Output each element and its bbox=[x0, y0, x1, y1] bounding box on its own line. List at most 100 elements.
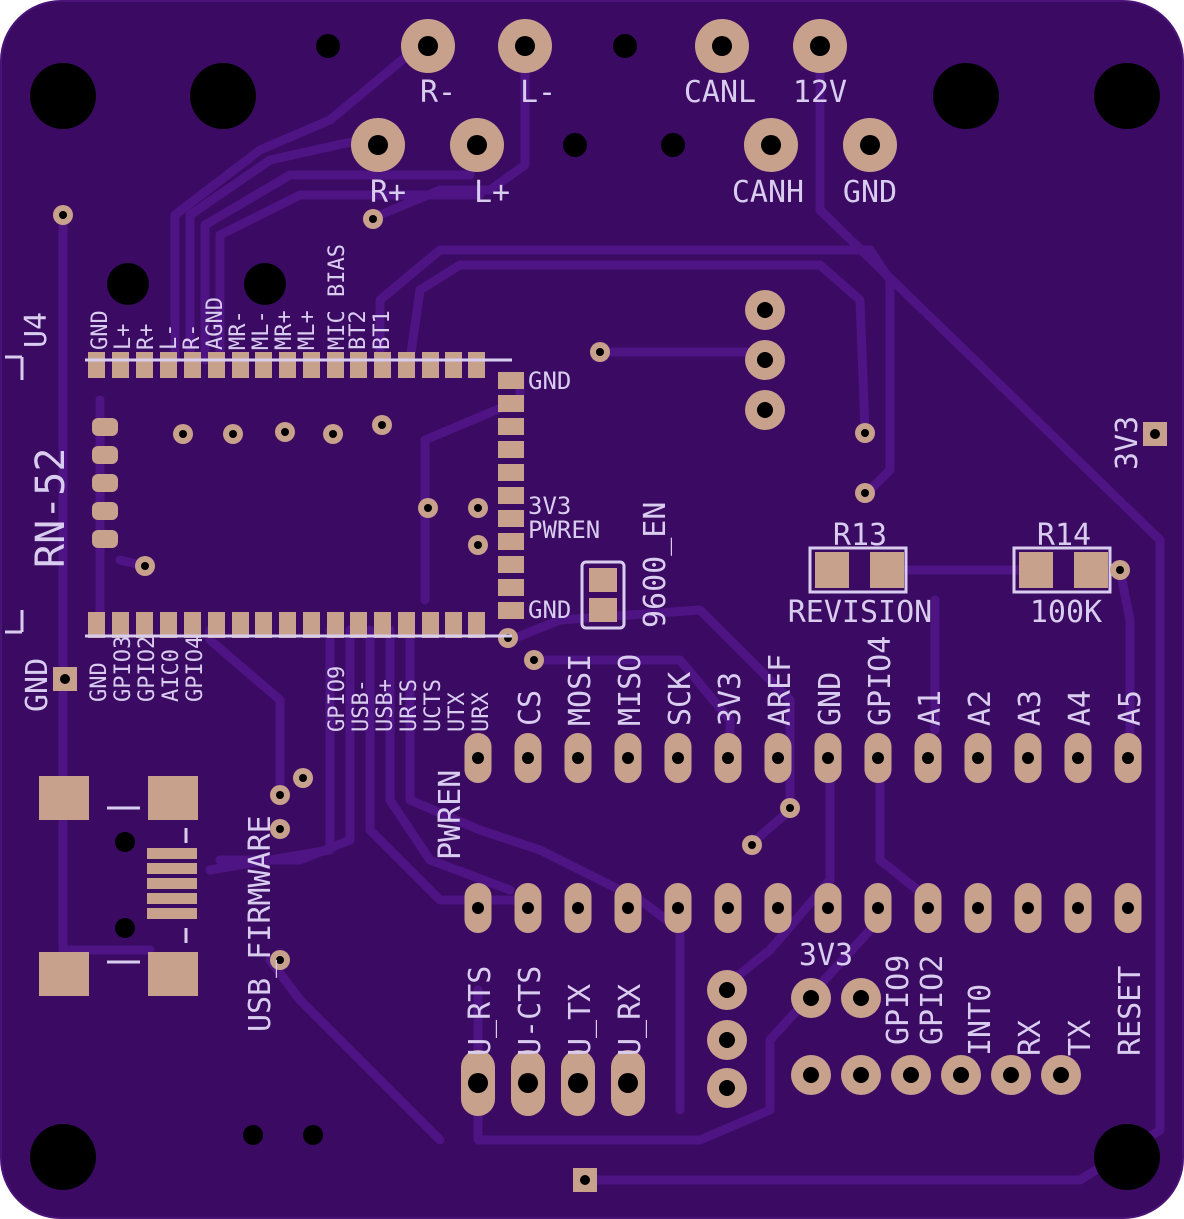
header-bottom-pin-drill bbox=[1122, 902, 1134, 914]
via-drill bbox=[276, 956, 284, 964]
silkscreen: R- L- CANL 12V R+ L+ CANH GND U4 RN-52 G… bbox=[19, 75, 1145, 1045]
rn52-pin bbox=[468, 352, 485, 378]
solder-jumper-pad bbox=[589, 568, 617, 592]
rn52-pin-label: L+ bbox=[111, 324, 136, 351]
rn52-pin bbox=[498, 372, 524, 389]
connector-pad-drill bbox=[368, 135, 388, 155]
mounting-hole bbox=[1094, 1124, 1160, 1190]
uart-pin-drill bbox=[568, 1073, 588, 1093]
via-drill bbox=[474, 541, 482, 549]
rn52-pin-label: R+ bbox=[134, 324, 159, 351]
rn52-pin-label: BT1 bbox=[370, 310, 395, 350]
rn52-pin bbox=[279, 612, 296, 638]
header-top-label: MISO bbox=[613, 654, 648, 726]
header-bottom-label: U_RX bbox=[613, 984, 648, 1056]
rn52-pin-label: MIC BIAS bbox=[325, 244, 350, 350]
label-3v3-right: 3V3 bbox=[1110, 416, 1145, 470]
mounting-hole bbox=[30, 63, 96, 129]
header-bottom-pin-drill bbox=[822, 902, 834, 914]
rn52-pin-label: USB- bbox=[349, 679, 374, 732]
header-bottom-label: TX bbox=[1063, 1020, 1098, 1056]
hole bbox=[115, 918, 135, 938]
header-bottom-pin-drill bbox=[872, 902, 884, 914]
mounting-holes bbox=[30, 34, 1160, 1190]
header-bottom-pin-drill bbox=[522, 902, 534, 914]
header-top-pin-drill bbox=[472, 752, 484, 764]
rn52-side-pad bbox=[92, 502, 118, 520]
rn52-pin-label: GPIO9 bbox=[325, 666, 350, 732]
label-12v: 12V bbox=[793, 75, 847, 110]
header-top-label: 3V3 bbox=[713, 672, 748, 726]
header-bottom-label: RX bbox=[1013, 1020, 1048, 1056]
rn52-pin bbox=[498, 533, 524, 550]
rn52-pin bbox=[498, 510, 524, 527]
label-gnd-left: GND bbox=[20, 658, 55, 712]
mounting-hole bbox=[190, 63, 256, 129]
rn52-pin bbox=[232, 352, 249, 378]
rn52-pin bbox=[498, 556, 524, 573]
jumper-pad-drill bbox=[853, 1067, 869, 1083]
rn52-pin-label: URTS bbox=[397, 679, 422, 732]
header-bottom-label: U_RTS bbox=[463, 966, 498, 1056]
label-jumper-3v3: 3V3 bbox=[799, 938, 853, 973]
hole bbox=[613, 34, 637, 58]
usb-shield-pad bbox=[148, 776, 198, 820]
rn52-pin bbox=[255, 612, 272, 638]
rn52-side-pad bbox=[92, 474, 118, 492]
usb-pin-pad bbox=[147, 863, 197, 874]
rn52-side-pad bbox=[92, 418, 118, 436]
header-top-pin-drill bbox=[1072, 752, 1084, 764]
rn52-pin-label: MR+ bbox=[272, 310, 297, 350]
usb-pin-pad bbox=[147, 848, 197, 859]
rn52-pin bbox=[374, 612, 391, 638]
test-pad-drill bbox=[1150, 429, 1160, 439]
rn52-pin bbox=[184, 612, 201, 638]
rn52-pin-label: L- bbox=[157, 324, 182, 351]
resistor-pad bbox=[1074, 552, 1108, 588]
header-bottom-pin-drill bbox=[772, 902, 784, 914]
rn52-pin bbox=[374, 352, 391, 378]
hole bbox=[316, 34, 340, 58]
rn52-pin-label: GPIO3 bbox=[111, 636, 136, 702]
solder-jumper-outline bbox=[580, 560, 626, 630]
header-bottom-pin-drill bbox=[922, 902, 934, 914]
label-100k: 100K bbox=[1030, 595, 1102, 630]
header-pad-drill bbox=[719, 1032, 735, 1048]
label-r13: R13 bbox=[833, 518, 887, 553]
jumper-pad-drill bbox=[1003, 1067, 1019, 1083]
via-drill bbox=[861, 429, 869, 437]
label-r14: R14 bbox=[1037, 518, 1091, 553]
rn52-pin-label: ML- bbox=[249, 310, 274, 350]
usb-pin-pad bbox=[147, 878, 197, 889]
rn52-pin-label: GPIO2 bbox=[135, 636, 160, 702]
via-drill bbox=[276, 825, 284, 833]
rn52-pin-label: USB+ bbox=[373, 679, 398, 732]
header-top-pin-drill bbox=[872, 752, 884, 764]
header-top-label: AREF bbox=[763, 654, 798, 726]
rn52-side-pad bbox=[92, 530, 118, 548]
uart-pin-drill bbox=[468, 1073, 488, 1093]
rn52-pin-label: URX bbox=[469, 692, 494, 732]
connector-pad-drill bbox=[761, 135, 781, 155]
rn52-pin bbox=[498, 487, 524, 504]
rn52-pin bbox=[327, 612, 344, 638]
rn52-pin bbox=[445, 612, 462, 638]
rn52-pin bbox=[303, 352, 320, 378]
label-revision: REVISION bbox=[788, 595, 933, 630]
rn52-pin-label: GND bbox=[87, 662, 112, 702]
connector-pad-drill bbox=[712, 36, 732, 56]
via-drill bbox=[786, 804, 794, 812]
label-gnd-top: GND bbox=[843, 175, 897, 210]
rn52-pin bbox=[184, 352, 201, 378]
header-top-pin-drill bbox=[672, 752, 684, 764]
jumper-pad-drill bbox=[803, 1067, 819, 1083]
rn52-pin bbox=[398, 352, 415, 378]
via-drill bbox=[299, 774, 307, 782]
usb-shield-pad bbox=[39, 952, 89, 996]
header-bottom-pin-drill bbox=[622, 902, 634, 914]
rn52-pin bbox=[303, 612, 320, 638]
rn52-pin bbox=[136, 612, 153, 638]
label-gnd-pad2: GND bbox=[528, 596, 571, 624]
rn52-pin bbox=[327, 352, 344, 378]
